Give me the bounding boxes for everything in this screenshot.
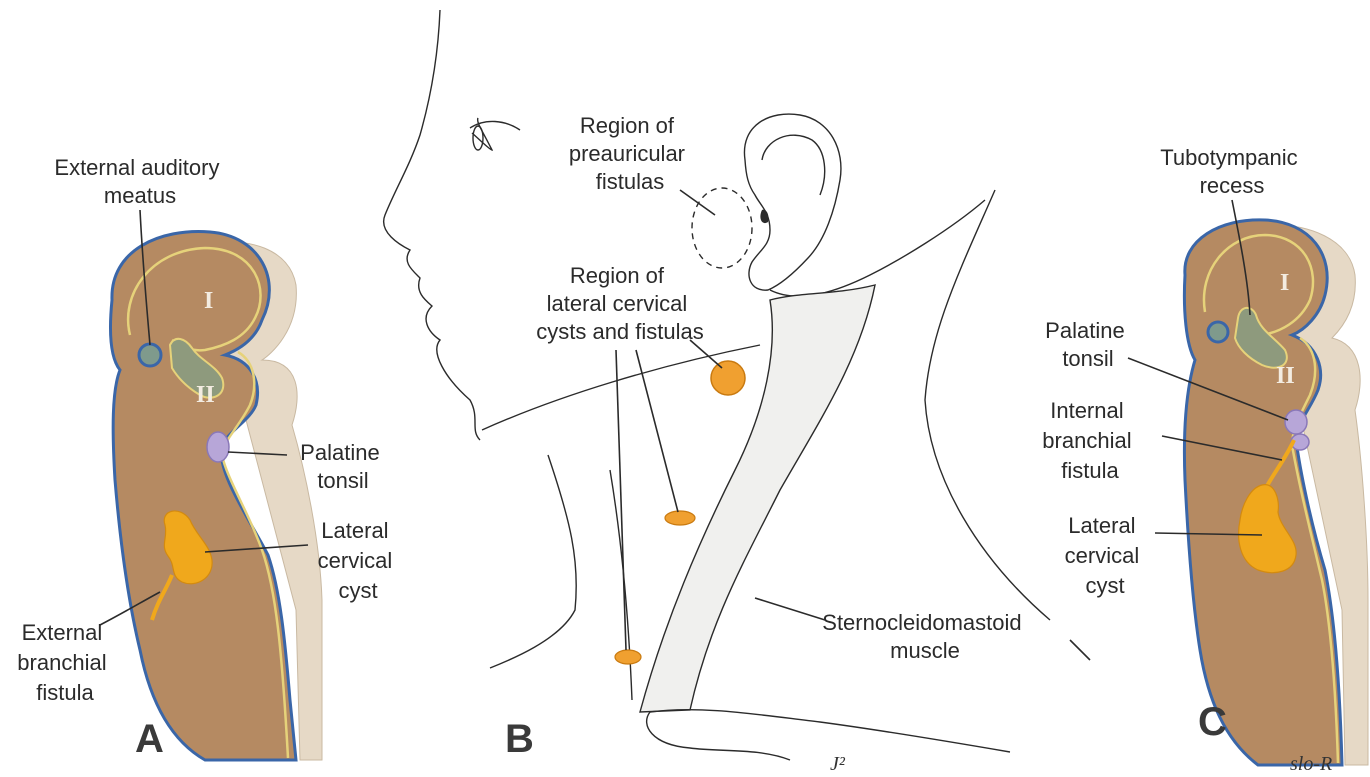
panel-b-face-profile [384, 10, 480, 440]
panel-c-palatine-tonsil [1285, 410, 1307, 434]
panel-a-arch-ii-numeral: II [196, 382, 215, 408]
panel-b-letter: B [505, 717, 534, 761]
label-palatine-tonsil-c: Palatine tonsil [1045, 318, 1131, 371]
leader-lateral-cervical-middle [636, 350, 678, 512]
panel-c-letter: C [1198, 700, 1227, 744]
leader-lateral-cervical-lower [616, 350, 626, 650]
panel-b-lesion-lower [615, 650, 641, 664]
label-sternocleidomastoid: Sternocleidomastoid muscle [822, 610, 1027, 663]
label-lateral-cervical-region: Region of lateral cervical cysts and fis… [536, 263, 704, 344]
panel-b-ear [744, 114, 840, 290]
panel-b-lesion-middle [665, 511, 695, 525]
panel-b: Region of preauricular fistulas Region o… [384, 10, 1090, 775]
leader-preauricular [680, 190, 715, 215]
panel-c-arch-i-numeral: I [1280, 270, 1289, 296]
panel-a: I II External auditory meatus Palatine t… [17, 155, 398, 761]
panel-c: I II Tubotympanic recess Palatine tonsil… [1042, 145, 1368, 775]
label-lateral-cervical-cyst-c: Lateral cervical cyst [1065, 513, 1146, 598]
panel-b-ear-inner [762, 135, 825, 195]
signature: slo-R [1290, 753, 1332, 775]
panel-a-meatus-pit [139, 344, 161, 366]
panel-b-artist-mark: J² [830, 753, 846, 775]
panel-a-palatine-tonsil [207, 432, 229, 462]
panel-b-neck-back-2 [925, 190, 1050, 620]
panel-b-small-tick [1070, 640, 1090, 660]
label-lateral-cervical-cyst-a: Lateral cervical cyst [318, 518, 399, 603]
panel-b-clavicle [647, 710, 1010, 760]
label-preauricular: Region of preauricular fistulas [569, 113, 691, 194]
panel-b-ear-canal [760, 210, 768, 223]
label-external-auditory-meatus: External auditory meatus [54, 155, 225, 208]
panel-b-preauricular-region [692, 188, 752, 268]
panel-b-lesion-upper [711, 361, 745, 395]
panel-a-letter: A [135, 717, 164, 761]
panel-b-throat [490, 455, 576, 668]
panel-c-meatus-pit [1208, 322, 1228, 342]
label-external-branchial-fistula: External branchial fistula [17, 620, 112, 705]
panel-a-arch-i-numeral: I [204, 288, 213, 314]
leader-sternocleidomastoid [755, 598, 825, 620]
label-tubotympanic-recess: Tubotympanic recess [1160, 145, 1304, 198]
label-internal-branchial-fistula: Internal branchial fistula [1042, 398, 1137, 483]
label-palatine-tonsil-a: Palatine tonsil [300, 440, 386, 493]
panel-b-eye [470, 118, 520, 150]
panel-b-neck-back [770, 200, 985, 296]
panel-c-arch-ii-numeral: II [1276, 363, 1295, 389]
